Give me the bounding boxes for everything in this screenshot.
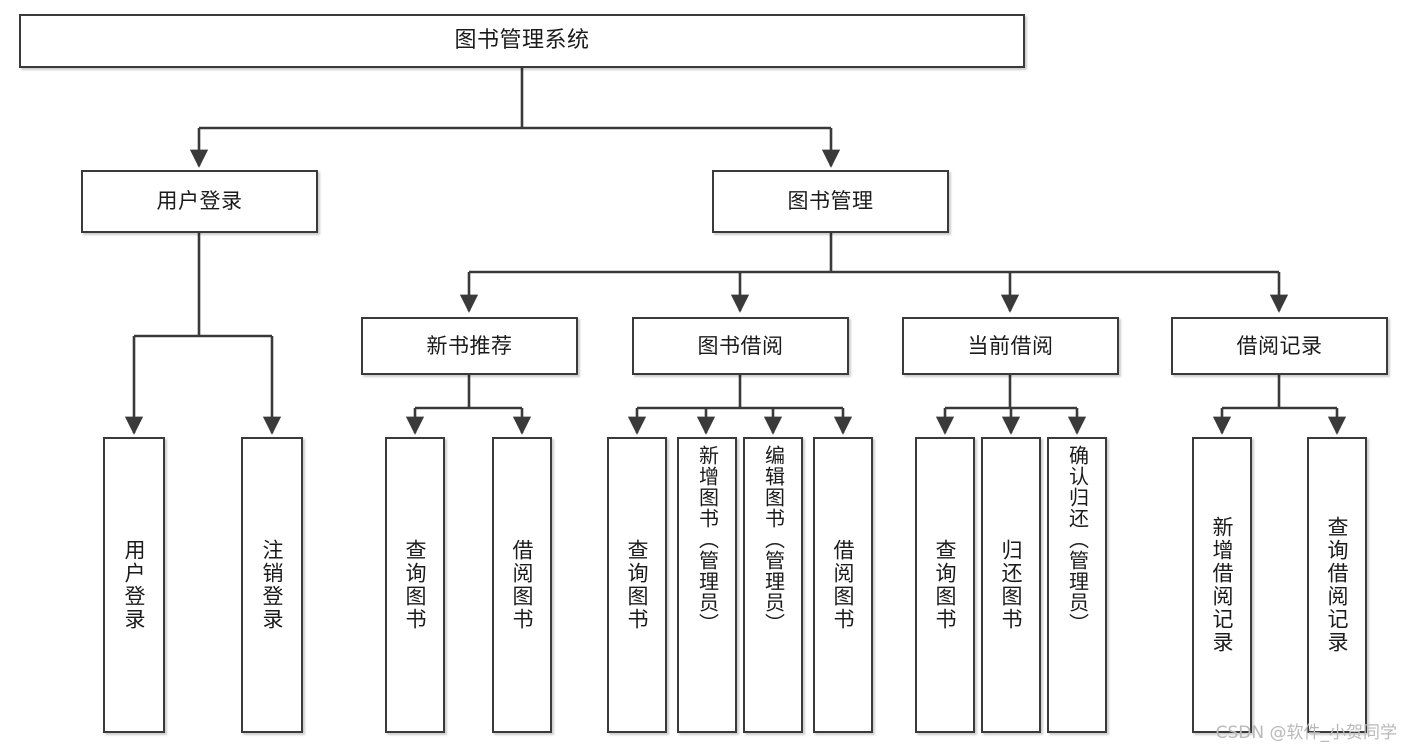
node-label: 图书管理	[787, 189, 874, 214]
node-label: 借阅记录	[1236, 333, 1323, 358]
leaf-query-borrow-record[interactable]: 查询借阅记录	[1307, 437, 1367, 733]
leaf-add-book-admin[interactable]: 新增图书（管理员）	[677, 437, 737, 733]
leaf-borrow-book-1[interactable]: 借阅图书	[492, 437, 552, 733]
node-label: 新增借阅记录	[1210, 516, 1235, 654]
node-label: 图书管理系统	[454, 28, 590, 54]
node-label: 编辑图书（管理员）	[761, 445, 786, 634]
node-borrow-record[interactable]: 借阅记录	[1171, 317, 1388, 375]
leaf-borrow-book-2[interactable]: 借阅图书	[813, 437, 873, 733]
node-label: 确认归还（管理员）	[1065, 445, 1090, 634]
node-label: 图书借阅	[697, 333, 784, 358]
leaf-return-book[interactable]: 归还图书	[981, 437, 1041, 733]
node-root-book-management-system[interactable]: 图书管理系统	[19, 14, 1025, 68]
node-label: 查询借阅记录	[1325, 516, 1350, 654]
node-label: 用户登录	[156, 189, 243, 214]
node-label: 借阅图书	[831, 539, 856, 631]
leaf-query-book-2[interactable]: 查询图书	[607, 437, 667, 733]
node-label: 查询图书	[403, 539, 428, 631]
leaf-confirm-return-admin[interactable]: 确认归还（管理员）	[1047, 437, 1107, 733]
node-user-login[interactable]: 用户登录	[81, 170, 318, 233]
leaf-query-book-3[interactable]: 查询图书	[915, 437, 975, 733]
node-current-borrow[interactable]: 当前借阅	[902, 317, 1119, 375]
leaf-add-borrow-record[interactable]: 新增借阅记录	[1192, 437, 1252, 733]
leaf-user-login[interactable]: 用户登录	[103, 437, 165, 733]
leaf-edit-book-admin[interactable]: 编辑图书（管理员）	[743, 437, 803, 733]
node-book-management[interactable]: 图书管理	[712, 170, 949, 233]
node-label: 当前借阅	[967, 333, 1054, 358]
node-label: 查询图书	[933, 539, 958, 631]
node-new-book-recommend[interactable]: 新书推荐	[361, 317, 578, 375]
node-label: 新书推荐	[426, 333, 513, 358]
node-label: 用户登录	[122, 539, 147, 631]
leaf-query-book-1[interactable]: 查询图书	[385, 437, 445, 733]
leaf-logout-login[interactable]: 注销登录	[241, 437, 303, 733]
node-label: 查询图书	[625, 539, 650, 631]
node-label: 归还图书	[999, 539, 1024, 631]
node-label: 注销登录	[260, 539, 285, 631]
node-label: 借阅图书	[510, 539, 535, 631]
node-label: 新增图书（管理员）	[695, 445, 720, 634]
node-book-borrow[interactable]: 图书借阅	[632, 317, 849, 375]
